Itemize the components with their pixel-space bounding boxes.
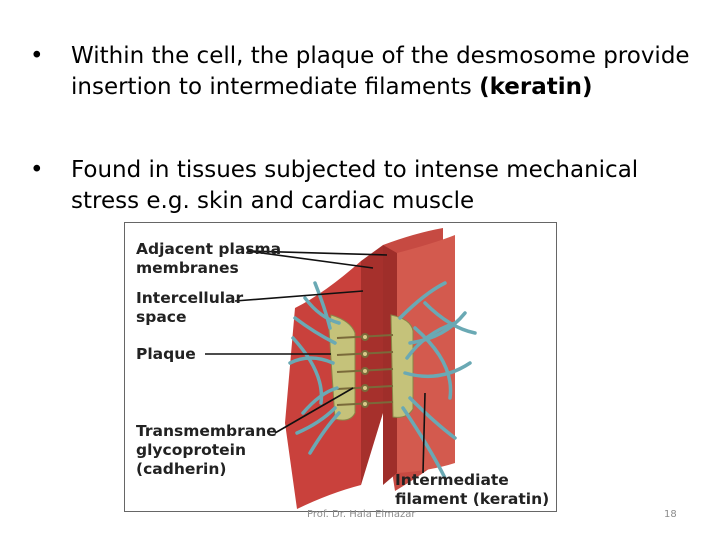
bullet-item: • Within the cell, the plaque of the des… <box>30 41 690 103</box>
page-number: 18 <box>664 509 677 520</box>
bullet-text-bold: (keratin) <box>479 74 593 100</box>
bullet-text: Found in tissues subjected to intense me… <box>71 157 639 214</box>
bullet-symbol: • <box>30 43 44 69</box>
callout-lines <box>205 250 426 474</box>
label-intermediate-filament: Intermediate filament (keratin) <box>395 471 550 508</box>
intermediate-filaments <box>288 281 477 480</box>
desmosome-illustration <box>205 228 477 509</box>
bullet-item: • Found in tissues subjected to intense … <box>30 155 690 217</box>
right-membrane <box>397 235 455 473</box>
label-plaque: Plaque <box>136 345 196 363</box>
left-membrane-edge <box>361 245 383 485</box>
footer-author: Prof. Dr. Hala Elmazar <box>307 509 416 520</box>
cadherin-links <box>336 333 394 408</box>
label-transmembrane-glycoprotein: Transmembrane glycoprotein (cadherin) <box>136 422 277 478</box>
desmosome-diagram: Adjacent plasma membranes Intercellular … <box>124 222 557 512</box>
right-plaque <box>390 314 414 418</box>
right-membrane-edge <box>383 245 397 485</box>
bullet-text-main: Within the cell, the plaque of the desmo… <box>71 43 690 100</box>
bullet-symbol: • <box>30 157 44 183</box>
left-plaque <box>328 314 356 421</box>
label-intercellular-space: Intercellular space <box>136 289 244 326</box>
bullet-text: Within the cell, the plaque of the desmo… <box>71 41 690 103</box>
label-adjacent-membranes: Adjacent plasma membranes <box>136 240 282 277</box>
